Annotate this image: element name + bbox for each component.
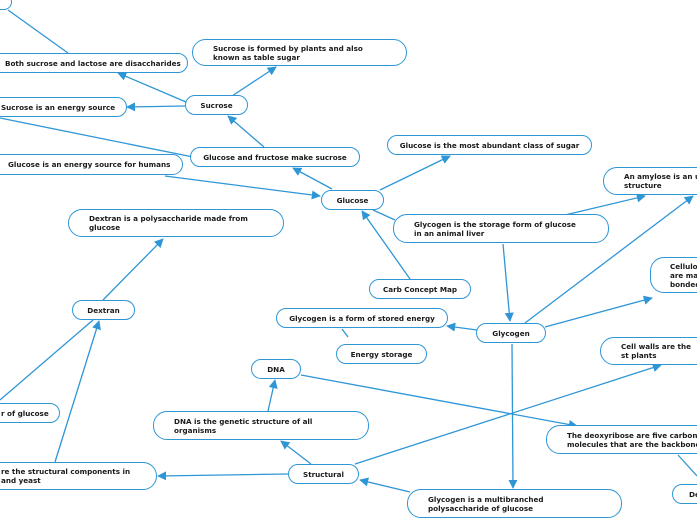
node-label: Cellulo are ma bonded [670,261,697,289]
edge-disaccharides-to-topleft [7,9,69,54]
node-dna[interactable]: DNA [251,359,301,379]
node-amylose[interactable]: An amylose is an u structure [603,167,697,195]
node-label: Glucose is an energy source for humans [8,160,171,169]
edge-sucrose-to-disaccharides [117,72,187,103]
edge-dna-to-deoxyribose [300,374,578,429]
edge-glucose-energy-to-glucose [164,175,321,200]
node-label: De [689,489,697,499]
node-label: re the structural components in and yeas… [1,467,131,485]
edge-structural-to-cellwalls [354,363,662,465]
node-label: An amylose is an u structure [624,172,697,190]
node-sucrose-energy[interactable]: Sucrose is an energy source [0,97,127,117]
node-label: DNA is the genetic structure of all orga… [174,416,313,435]
node-glucose-fructose[interactable]: Glucose and fructose make sucrose [190,147,360,167]
edge-deoxyribose-to-de [677,454,697,477]
node-deoxyribose[interactable]: The deoxyribose are five carbon s molecu… [546,425,697,454]
node-label: Energy storage [350,349,413,359]
node-energy-storage[interactable]: Energy storage [336,344,427,364]
node-glycogen[interactable]: Glycogen [476,323,546,343]
node-label: Dextran [87,305,120,315]
node-label: Glucose and fructose make sucrose [203,152,347,162]
node-dextran-polysaccharide[interactable]: Dextran is a polysaccharide made from gl… [68,209,284,237]
edge-glucose-to-abundant [379,155,451,191]
node-de[interactable]: De [672,484,697,504]
edge-sucrose-to-formed [231,66,277,97]
edge-glucose-to-fructose [292,167,333,190]
node-structural-components[interactable]: re the structural components in and yeas… [0,462,157,490]
node-dextran[interactable]: Dextran [72,300,135,320]
node-label: Sucrose is an energy source [1,102,116,112]
node-label: Glycogen [492,328,530,338]
node-label: r of glucose [1,408,49,418]
edge-carb-to-glucose [361,210,411,280]
node-glycogen-form[interactable]: Glycogen is a form of stored energy [276,308,448,328]
node-label: Glycogen is the storage form of glucose … [414,219,576,238]
node-glucose-abundant[interactable]: Glucose is the most abundant class of su… [387,135,592,155]
node-dna-genetic[interactable]: DNA is the genetic structure of all orga… [153,411,369,440]
node-structural[interactable]: Structural [288,464,359,484]
node-sucrose-disaccharides[interactable]: Both sucrose and lactose are disaccharid… [0,53,188,73]
node-label: Glucose is the most abundant class of su… [399,140,580,150]
edge-glucose-to-storage [372,209,396,221]
edge-multi-to-structural [359,477,411,493]
edge-dextran-to-poly [102,238,164,301]
edge-structural-to-components [157,471,290,481]
edge-glycogen-to-amylose [524,195,694,324]
node-sucrose[interactable]: Sucrose [185,95,248,115]
node-label: Sucrose [200,100,233,110]
edge-glycogen-to-multi [508,343,518,489]
edge-glycogen-to-cellulose [544,295,653,328]
edge-dextran-to-polymer [0,319,94,401]
node-label: Cell walls are the st plants [621,342,691,360]
edge-sucrose-to-energy [126,102,186,112]
node-glycogen-multibranched[interactable]: Glycogen is a multibranched polysacchari… [407,489,622,518]
edge-components-to-dextran [54,320,101,463]
node-label: The deoxyribose are five carbon s molecu… [567,430,697,449]
node-label: Structural [303,469,344,479]
edge-form-to-energy-storage [341,328,349,338]
node-label: Glycogen is a multibranched polysacchari… [428,494,544,513]
edge-structural-to-dna-genetic [280,440,312,465]
edge-storage-to-amylose [564,193,646,216]
node-polymer-of-glucose[interactable]: r of glucose [0,403,60,423]
edge-glycogen-to-form [446,322,478,332]
node-cellulose[interactable]: Cellulo are ma bonded [650,257,697,293]
node-cell-walls[interactable]: Cell walls are the st plants [600,337,697,365]
node-glycogen-storage[interactable]: Glycogen is the storage form of glucose … [393,214,609,243]
edge-storage-to-glycogen [502,243,514,322]
edge-energy-to-left [0,117,194,158]
edge-fructose-to-sucrose [227,115,265,148]
node-label: DNA [267,364,285,374]
node-label: Dextran is a polysaccharide made from gl… [89,214,248,232]
node-sucrose-formed[interactable]: Sucrose is formed by plants and also kno… [192,39,407,66]
edge-genetic-to-dna [267,379,278,412]
node-label: Both sucrose and lactose are disaccharid… [5,58,181,68]
node-label: Glycogen is a form of stored energy [289,313,435,323]
node-label: Sucrose is formed by plants and also kno… [213,43,363,62]
node-carb-concept-map[interactable]: Carb Concept Map [369,279,471,299]
node-label: Glucose [336,195,369,205]
node-label: Carb Concept Map [382,284,457,294]
node-glucose-energy[interactable]: Glucose is an energy source for humans [0,154,183,175]
node-glucose[interactable]: Glucose [321,190,384,210]
